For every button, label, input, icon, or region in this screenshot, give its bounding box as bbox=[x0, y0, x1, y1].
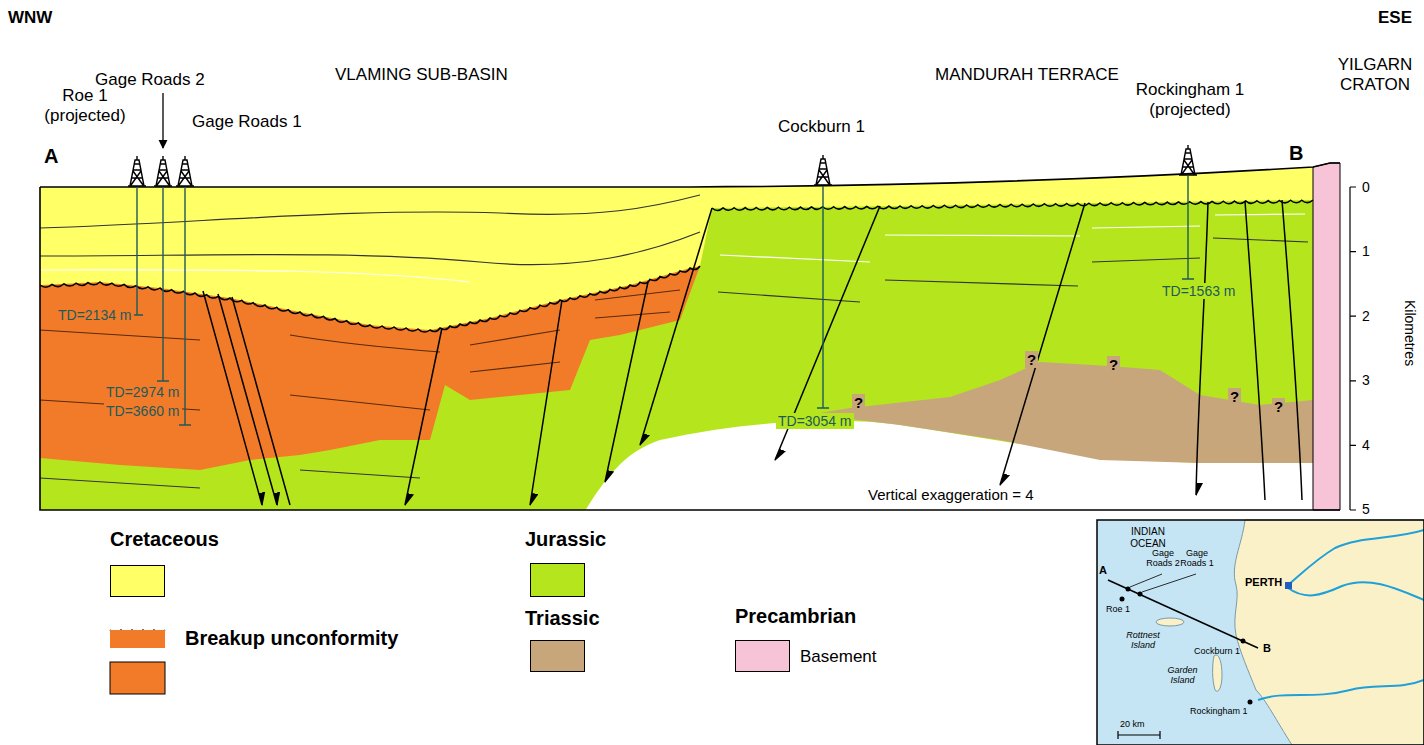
direction-label: WNW bbox=[8, 8, 52, 28]
map-label: Rockingham 1 bbox=[1190, 706, 1248, 716]
axis-tick-label: 3 bbox=[1362, 372, 1370, 388]
total-depth: TD=2974 m bbox=[104, 384, 182, 400]
legend-swatch bbox=[530, 563, 585, 597]
uncertain-contact: ? bbox=[1107, 356, 1120, 373]
axis-tick-label: 5 bbox=[1362, 501, 1370, 517]
unconformity-line bbox=[712, 200, 1313, 210]
upper-cretaceous-fill bbox=[40, 167, 1313, 330]
well-name: Cockburn 1 bbox=[778, 117, 865, 137]
well-name: Gage Roads 1 bbox=[192, 112, 302, 132]
map-label: Cockburn 1 bbox=[1194, 646, 1240, 656]
map-label: Gage Roads 1 bbox=[1180, 548, 1214, 569]
legend-swatch bbox=[530, 640, 585, 672]
triassic-fill bbox=[790, 362, 1313, 463]
uncertain-contact: ? bbox=[1228, 388, 1241, 405]
legend-text: Jurassic bbox=[525, 528, 606, 551]
legend-swatch bbox=[735, 640, 790, 672]
total-depth: TD=3660 m bbox=[104, 403, 182, 419]
unconformity-sample-fill bbox=[110, 630, 165, 648]
map-label: Garden Island bbox=[1160, 665, 1205, 686]
well-name: Rockingham 1 (projected) bbox=[1125, 80, 1255, 119]
axis-tick-label: 0 bbox=[1362, 179, 1370, 195]
axis-title: Kilometres bbox=[1402, 300, 1418, 366]
location-map bbox=[1097, 520, 1424, 745]
map-label: 20 km bbox=[1120, 719, 1145, 729]
note: Vertical exaggeration = 4 bbox=[868, 486, 1034, 503]
map-label: B bbox=[1263, 642, 1271, 655]
uncertain-contact: ? bbox=[1272, 398, 1285, 415]
total-depth: TD=3054 m bbox=[776, 413, 854, 429]
legend-text: Breakup unconformity bbox=[185, 627, 398, 650]
well-name: Roe 1 (projected) bbox=[35, 86, 135, 125]
total-depth: TD=1563 m bbox=[1160, 283, 1238, 299]
section-end-label: B bbox=[1289, 142, 1303, 165]
map-label: Gage Roads 2 bbox=[1146, 548, 1180, 569]
total-depth: TD=2134 m bbox=[56, 307, 134, 323]
map-label: INDIAN OCEAN bbox=[1118, 526, 1178, 549]
section-end-label: A bbox=[44, 145, 58, 168]
depth-axis bbox=[1350, 187, 1356, 510]
region-name: VLAMING SUB-BASIN bbox=[335, 65, 508, 85]
horizon-lines bbox=[40, 195, 1308, 488]
well-rig-symbols bbox=[128, 145, 1197, 186]
jurassic-fill bbox=[40, 167, 1313, 510]
region-name: MANDURAH TERRACE bbox=[935, 65, 1119, 85]
fault-lines bbox=[203, 200, 1302, 505]
legend-swatch bbox=[110, 565, 165, 597]
section-frame bbox=[40, 163, 1340, 510]
map-label: PERTH bbox=[1245, 576, 1282, 589]
uncertain-contact: ? bbox=[1025, 351, 1038, 368]
legend-heading: Precambrian bbox=[735, 605, 856, 628]
direction-label: ESE bbox=[1378, 8, 1412, 28]
axis-tick-label: 4 bbox=[1362, 437, 1370, 453]
map-label: Rottnest Island bbox=[1118, 630, 1168, 651]
map-label: Roe 1 bbox=[1106, 604, 1130, 614]
legend-text: Cretaceous bbox=[110, 528, 219, 551]
axis-tick-label: 1 bbox=[1362, 243, 1370, 259]
region-name: YILGARN CRATON bbox=[1330, 55, 1420, 94]
basement-fill bbox=[1313, 163, 1340, 510]
wells bbox=[131, 176, 1194, 425]
leader-arrow bbox=[162, 93, 163, 148]
unconformity-line bbox=[40, 266, 700, 332]
uncertain-contact: ? bbox=[852, 394, 865, 411]
axis-tick-label: 2 bbox=[1362, 308, 1370, 324]
well-name: Gage Roads 2 bbox=[95, 70, 205, 90]
legend-text: Triassic bbox=[525, 607, 600, 630]
lower-cretaceous-swatch bbox=[110, 662, 165, 694]
legend-text: Basement bbox=[800, 647, 877, 667]
map-label: A bbox=[1099, 564, 1107, 577]
